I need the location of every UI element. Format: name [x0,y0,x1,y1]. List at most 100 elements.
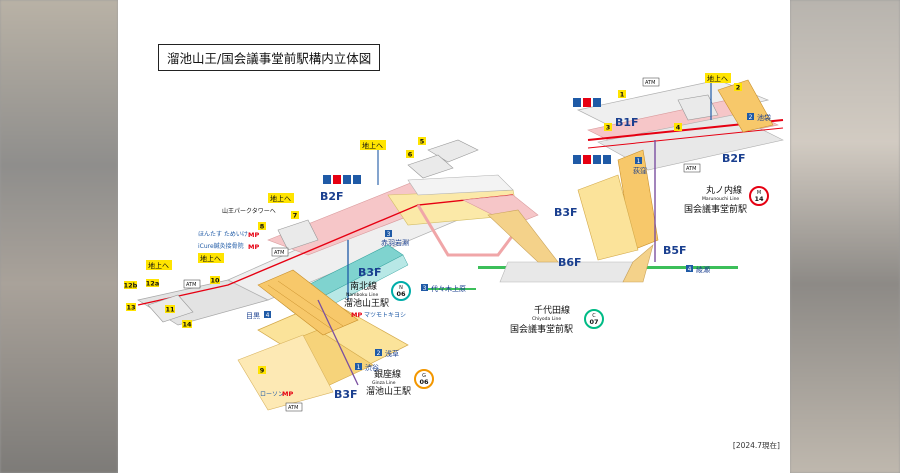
svg-text:2: 2 [736,84,741,92]
chiyoda-line-label: 千代田線 Chiyoda Line 国会議事堂前駅 C 07 [510,304,604,335]
floor-label-b2f-left: B2F [320,190,344,203]
svg-text:1: 1 [620,91,625,99]
svg-text:12a: 12a [146,280,159,288]
ginza-station-number-icon [414,369,434,389]
svg-text:目黒: 目黒 [246,312,260,320]
date-note: [2024.7現在] [732,441,780,450]
exit-number-10: 10 [210,276,220,285]
mp-icon-matsumoto: MP [351,311,362,319]
svg-text:綾瀬: 綾瀬 [696,265,710,274]
svg-text:5: 5 [420,138,425,146]
station-3d-diagram: B2F B3F B3F B1F B2F B3F B5F B6F 南北線 Namb… [124,73,784,412]
facility-matsumoto: マツモトキヨシ [364,312,406,319]
exit-to-surface-2: 地上へ [268,193,294,203]
namboku-code-letter: N [399,285,403,291]
exit-number-12a: 12a [146,279,159,288]
svg-text:7: 7 [293,212,298,220]
chiyoda-code-number: 07 [589,318,598,326]
svg-text:ATM: ATM [288,405,298,411]
svg-text:渋谷: 渋谷 [365,363,379,372]
svg-text:地上へ: 地上へ [148,261,169,270]
exit-to-surface-3: 地上へ [146,260,172,270]
exit-number-1: 1 [618,90,626,99]
background-right [790,0,900,473]
marunouchi-line-label: 丸ノ内線 Marunouchi Line 国会議事堂前駅 M 14 [684,184,769,215]
pictogram-row-b2f [323,175,361,184]
mp-icon-icure: MP [248,243,259,251]
svg-text:14: 14 [182,321,192,329]
svg-text:池袋: 池袋 [757,113,771,122]
svg-text:ATM: ATM [274,250,284,256]
floor-label-b3f-ginza: B3F [334,388,358,401]
chiyoda-platform [428,244,738,290]
floor-label-b3f-namboku: B3F [358,266,382,279]
pictogram-row-b2f-right [573,155,611,164]
exit-number-4: 4 [674,123,682,132]
marunouchi-station-number-icon [749,186,769,206]
svg-text:地上へ: 地上へ [362,141,383,150]
namboku-ginza-complex [137,139,559,411]
svg-text:3: 3 [387,231,391,238]
svg-text:3: 3 [423,285,427,292]
floor-label-b1f: B1F [615,116,639,129]
direction-akabane: 3 赤羽岩淵 [381,230,409,247]
atm-icon-5: ATM [285,402,303,412]
svg-text:ATM: ATM [686,166,696,172]
floor-label-b2f-right: B2F [722,152,746,165]
direction-ayase: 4 綾瀬 [686,265,710,274]
facility-honmasu: ほんたす ためいけ [198,231,248,238]
direction-shibuya: 1 渋谷 [355,363,379,372]
direction-ikebukuro: 2 池袋 [747,113,771,122]
exit-number-14: 14 [182,320,192,329]
marunouchi-code-letter: M [757,190,761,196]
svg-text:12b: 12b [124,282,138,290]
exit-to-surface-1: 地上へ [360,140,386,150]
svg-text:11: 11 [165,306,175,314]
atm-icon-3: ATM [271,247,289,257]
namboku-line-en: Namboku Line [346,292,378,298]
svg-text:地上へ: 地上へ [707,74,728,83]
ginza-line-label: 銀座線 Ginza Line 溜池山王駅 G 06 [366,368,434,397]
ginza-code-letter: G [422,373,426,379]
exit-to-surface-4: 地上へ [198,253,224,263]
svg-text:4: 4 [676,124,681,132]
ginza-line-name: 銀座線 [374,368,401,380]
exit-number-12b: 12b [124,281,138,290]
svg-text:地上へ: 地上へ [270,194,291,203]
namboku-code-number: 06 [396,290,406,298]
exit-number-8: 8 [258,222,266,231]
chiyoda-station-number-icon [584,309,604,329]
svg-text:3: 3 [606,124,611,132]
ginza-code-number: 06 [419,378,429,386]
floor-label-b5f: B5F [663,244,687,257]
svg-text:代々木上原: 代々木上原 [431,284,466,293]
marunouchi-line-name: 丸ノ内線 [706,184,742,196]
exit-number-2: 2 [734,83,742,92]
svg-text:1: 1 [637,158,641,165]
ginza-station-name: 溜池山王駅 [366,385,411,397]
map-title: 溜池山王/国会議事堂前駅構内立体図 [158,44,381,71]
exit-number-13: 13 [126,303,136,312]
direction-asakusa: 2 浅草 [375,349,399,358]
floor-label-b3f-right: B3F [554,206,578,219]
exit-to-surface-5: 地上へ [705,73,731,83]
direction-ogikubo: 1 荻窪 [633,157,647,175]
svg-text:4: 4 [266,312,270,319]
svg-text:荻窪: 荻窪 [633,166,647,175]
svg-text:13: 13 [126,304,135,312]
exit-number-3: 3 [604,123,612,132]
exit-number-9: 9 [258,366,266,375]
marunouchi-complex [576,79,784,262]
namboku-station-number-icon [391,281,411,301]
atm-icon-2: ATM [683,163,701,173]
namboku-line-name: 南北線 [350,280,377,292]
mp-icon-honmasu: MP [248,231,259,239]
atm-icon-4: ATM [183,279,201,289]
svg-text:赤羽岩淵: 赤羽岩淵 [381,238,409,247]
background-left [0,0,118,473]
svg-text:2: 2 [749,114,753,121]
station-map-sheet: 溜池山王/国会議事堂前駅構内立体図 [118,0,790,473]
svg-text:10: 10 [210,277,220,285]
svg-text:2: 2 [377,350,381,357]
direction-meguro: 目黒 4 [246,311,271,320]
